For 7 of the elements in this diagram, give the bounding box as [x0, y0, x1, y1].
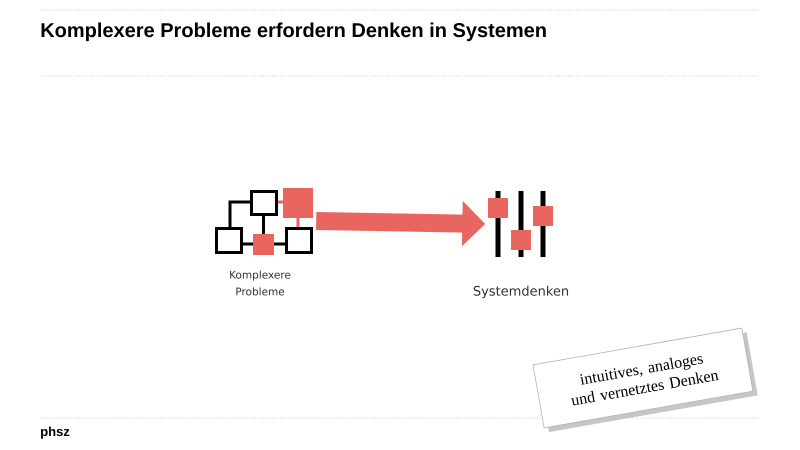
note-card: intuitives, analoges und vernetztes Denken: [532, 328, 758, 432]
network-drawing: [215, 188, 313, 255]
caption-text: Komplexere Probleme: [230, 270, 290, 296]
caption-text: Systemdenken: [474, 286, 568, 298]
slider-drawing: [488, 191, 553, 257]
footer-text: phsz: [41, 426, 70, 439]
title: Komplexere Probleme erfordern Denken in Systemen: [42, 22, 546, 42]
